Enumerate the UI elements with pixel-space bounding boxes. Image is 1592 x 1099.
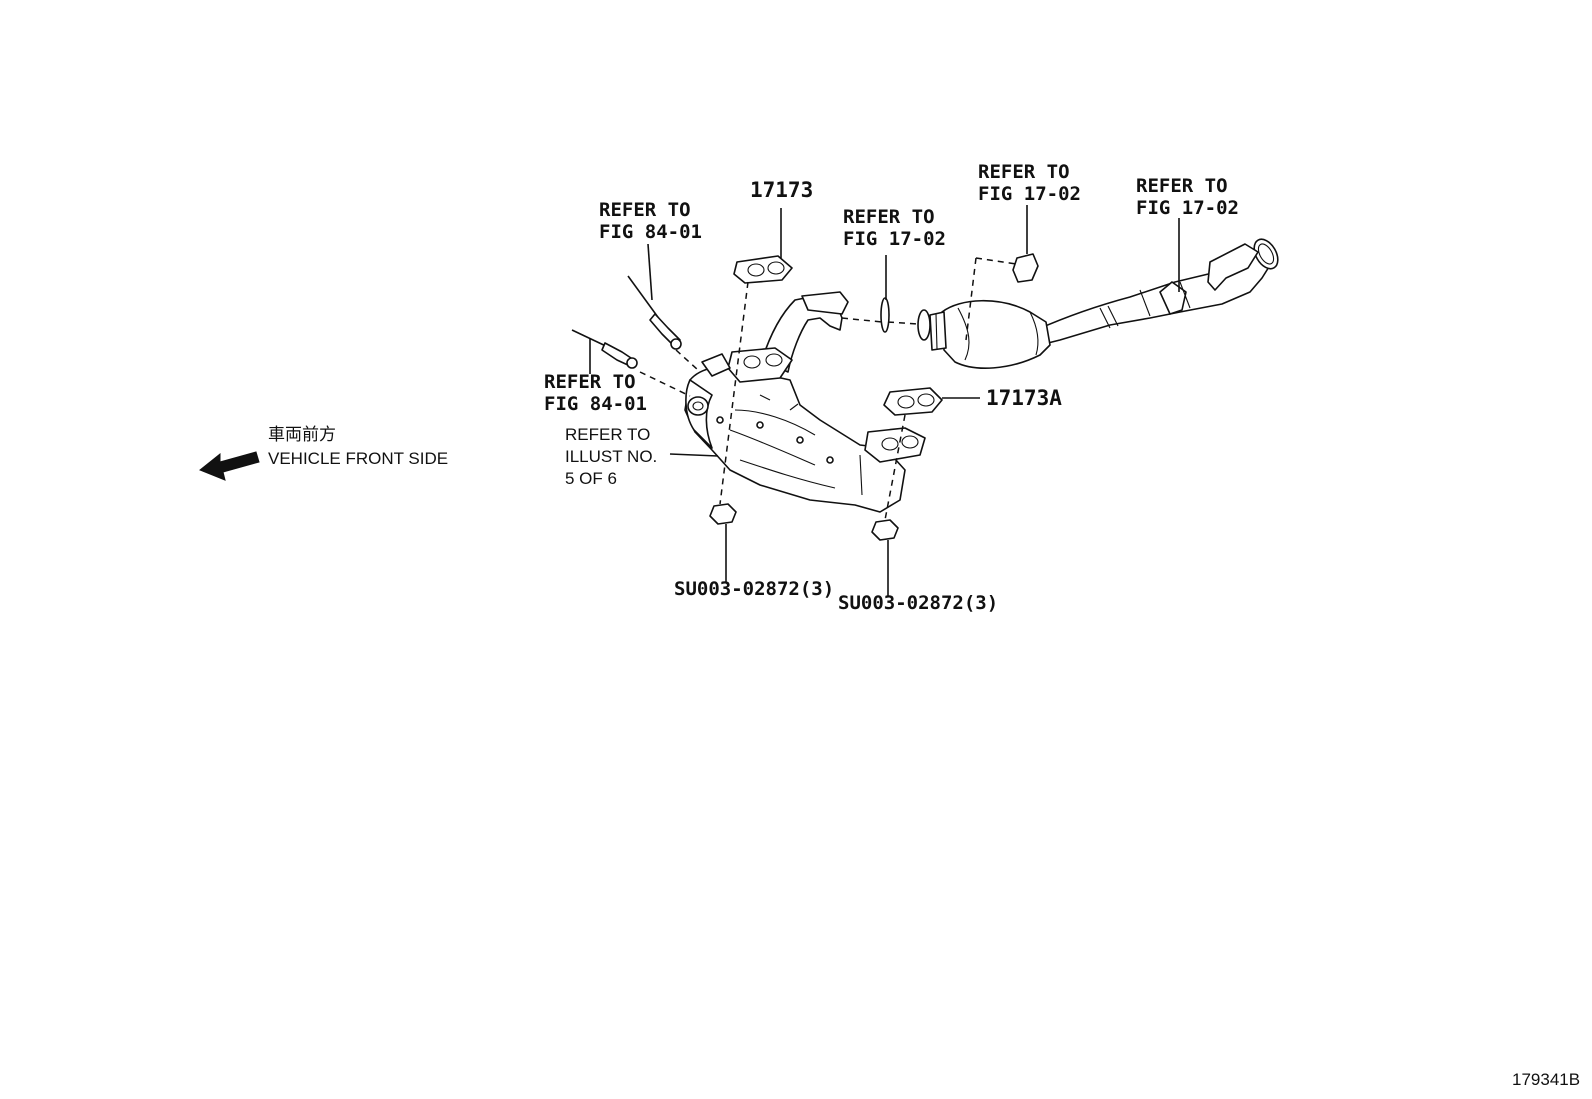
refer-fig17-gasket-line1: REFER TO: [843, 206, 935, 228]
catalytic-converter: [929, 299, 1051, 369]
gasket-17173: [733, 255, 793, 284]
flange-ring: [917, 309, 931, 341]
refer-fig17-pipe-line1: REFER TO: [1136, 175, 1228, 197]
refer-fig17-nut-line1: REFER TO: [978, 161, 1070, 183]
refer-fig84-upper-line1: REFER TO: [599, 199, 691, 221]
vehicle-front-en-label: VEHICLE FRONT SIDE: [268, 449, 448, 468]
refer-illust-line1: REFER TO: [565, 425, 650, 444]
leader-fig84-upper: [647, 243, 653, 301]
refer-illust-line2: ILLUST NO.: [565, 447, 657, 466]
nut-part-number-left: SU003-02872(3): [674, 578, 834, 600]
oxygen-sensor-lower: [571, 329, 638, 369]
refer-fig84-lower-line2: FIG 84-01: [544, 393, 647, 415]
vehicle-front-jp-label: 車両前方: [268, 425, 336, 444]
refer-fig17-nut-line2: FIG 17-02: [978, 183, 1081, 205]
nut-left: [709, 503, 737, 525]
converter-nut: [1012, 253, 1039, 283]
part-number-17173A: 17173A: [986, 386, 1062, 410]
refer-fig17-gasket-line2: FIG 17-02: [843, 228, 946, 250]
exhaust-manifold: [684, 347, 926, 513]
leader-illust: [669, 453, 719, 457]
refer-fig84-lower-line1: REFER TO: [544, 371, 636, 393]
nut-right: [871, 519, 899, 541]
refer-illust-line3: 5 OF 6: [565, 469, 617, 488]
refer-fig84-upper-line2: FIG 84-01: [599, 221, 702, 243]
refer-fig17-pipe-line2: FIG 17-02: [1136, 197, 1239, 219]
front-exhaust-pipe: [1035, 238, 1279, 346]
part-number-17173: 17173: [750, 178, 813, 202]
illustration-id: 179341B: [1512, 1070, 1580, 1089]
arrow-left-icon: [199, 451, 260, 481]
oxygen-sensor-upper: [627, 275, 682, 350]
nut-part-number-right: SU003-02872(3): [838, 592, 998, 614]
gasket-17173A: [883, 387, 943, 416]
converter-gasket: [880, 297, 890, 333]
vehicle-front-indicator: 車両前方 VEHICLE FRONT SIDE: [199, 425, 448, 481]
